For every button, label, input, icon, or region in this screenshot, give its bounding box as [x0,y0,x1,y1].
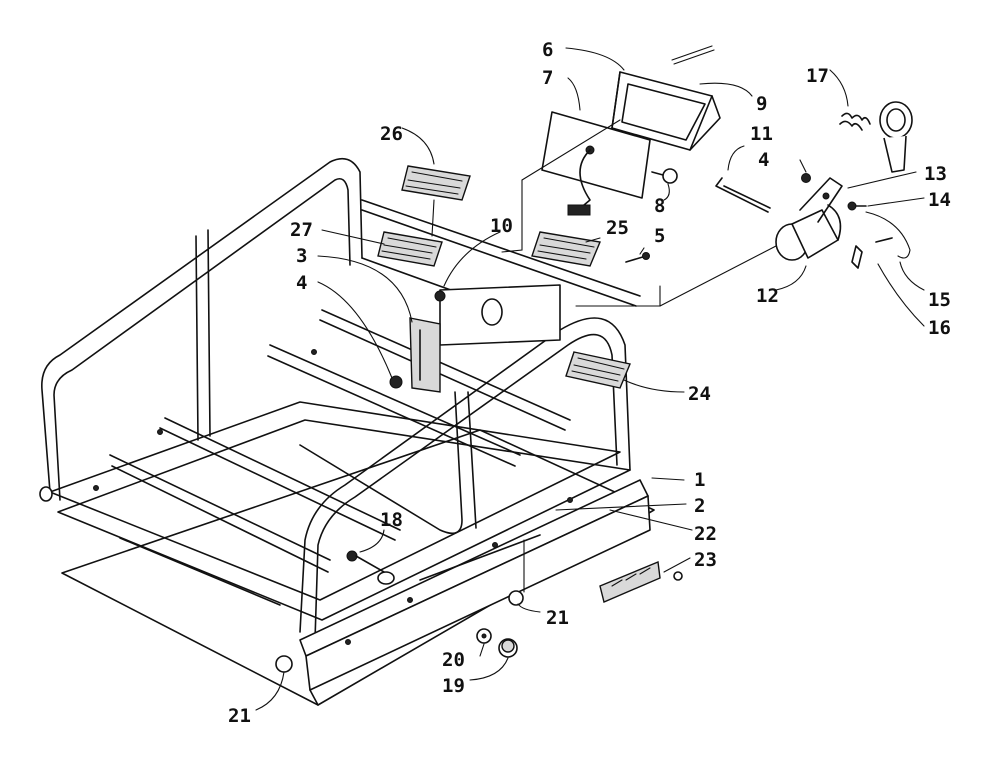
nut-10 [434,290,446,302]
callout-24: 24 [688,383,711,405]
callout-6: 6 [542,39,553,61]
callout-25: 25 [606,217,629,239]
callout-15: 15 [928,289,951,311]
callout-12: 12 [756,285,779,307]
leader-lines [255,47,925,711]
callout-22: 22 [694,523,717,545]
callout-27: 27 [290,219,313,241]
bolt-14 [847,201,867,211]
pin-16 [851,237,893,269]
callout-1: 1 [694,469,705,491]
washer-20 [476,628,492,644]
bulb [651,168,678,184]
spring-pin [671,45,715,65]
end-cap-21-right [508,590,524,606]
taillight-housing [611,71,721,151]
screw-23 [673,571,683,581]
license-plate-bracket [541,111,651,216]
reflector-26 [401,165,471,201]
bolt-18 [346,550,395,585]
callout-3: 3 [296,245,307,267]
callout-4-frame: 4 [296,272,307,294]
callout-26: 26 [380,123,403,145]
callout-8: 8 [654,195,665,217]
spring-17 [839,112,871,131]
hitch-body-12 [775,177,843,261]
callout-21-right: 21 [546,607,569,629]
hitch-pin-11 [715,177,771,213]
callout-17: 17 [806,65,829,87]
callout-20: 20 [442,649,465,671]
callout-13: 13 [924,163,947,185]
callout-23: 23 [694,549,717,571]
callout-19: 19 [442,675,465,697]
nut-4-frame [389,375,403,389]
callout-4-hitch: 4 [758,149,769,171]
floor-plane [61,429,655,706]
end-cap-21-left [275,655,293,673]
reflector-24 [565,351,631,389]
callout-21-left: 21 [228,705,251,727]
callout-2: 2 [694,495,705,517]
hitch-mount-plate [409,284,561,393]
callout-11: 11 [750,123,773,145]
cable-15 [865,211,911,259]
callout-9: 9 [756,93,767,115]
callout-10: 10 [490,215,513,237]
hitch-ring-13 [879,101,913,173]
end-cap-left-rear [39,486,53,502]
callout-5: 5 [654,225,665,247]
reflector-27 [377,231,443,267]
bolt-5 [625,252,650,263]
decal-22 [599,561,661,603]
reflector-25 [531,231,601,267]
callout-7: 7 [542,67,553,89]
callout-16: 16 [928,317,951,339]
callout-labels: 1 2 3 4 4 5 6 7 8 9 10 11 12 13 14 15 16… [228,39,951,727]
nut-19 [498,638,518,658]
nut-4-hitch [801,173,811,183]
callout-14: 14 [928,189,951,211]
callout-18: 18 [380,509,403,531]
